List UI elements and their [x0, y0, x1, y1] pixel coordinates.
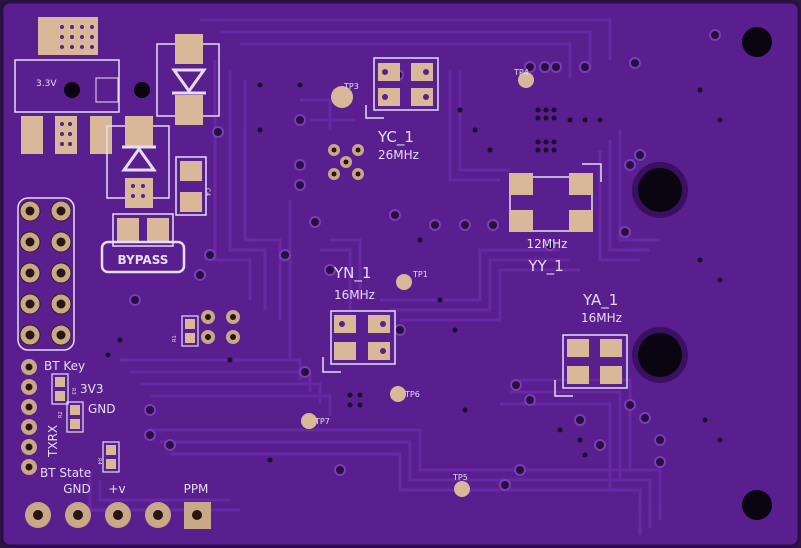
ya1-freq: 16MHz — [581, 311, 622, 325]
diode-upper — [156, 34, 220, 125]
tp3-label: TP3 — [343, 82, 359, 91]
bypass-jumper: BYPASS — [100, 213, 186, 274]
vplus-label: +v — [108, 482, 125, 496]
gnd-label: GND — [63, 482, 91, 496]
via-cluster — [328, 144, 364, 180]
crystal-ya1: YA_1 16MHz — [554, 291, 628, 397]
header-2x5-left — [17, 197, 75, 351]
diode-lower — [106, 116, 170, 208]
bt-key-label: BT Key — [44, 359, 85, 373]
test-point-tp7 — [301, 413, 317, 429]
yc1-freq: 26MHz — [378, 148, 419, 162]
regulator-label: 3.3V — [36, 79, 57, 89]
test-points: TP3 TP4 TP1 TP6 TP7 TP5 — [301, 68, 534, 497]
bypass-label-box — [100, 240, 186, 274]
crystal-yc1: YC_1 26MHz — [365, 57, 439, 162]
ppm-label: PPM — [184, 482, 209, 496]
yc1-label: YC_1 — [377, 128, 414, 147]
yn1-label: YN_1 — [333, 264, 371, 283]
yy1-freq: 12MHz — [527, 237, 568, 251]
r1-label: R1 — [172, 335, 178, 342]
capacitor-c4: C4 — [175, 156, 211, 216]
bt-state-label: BT State — [40, 466, 91, 480]
test-point-tp1 — [396, 274, 412, 290]
tp6-label: TP6 — [404, 390, 420, 399]
ya1-label: YA_1 — [582, 291, 618, 310]
mounting-hole-top-right — [742, 27, 772, 57]
bypass-label: BYPASS — [118, 253, 169, 267]
resistors: R3 R2 R4 R1 — [51, 310, 240, 473]
via-layer — [129, 29, 721, 491]
mounting-hole-bottom-right — [742, 490, 772, 520]
yy1-label: YY_1 — [527, 257, 563, 276]
tp4-label: TP4 — [513, 68, 529, 77]
header-block-top-left — [38, 17, 98, 55]
voltage-regulator: 3.3V — [14, 59, 150, 154]
test-point-tp3 — [331, 86, 353, 108]
micro-via-layer — [105, 82, 723, 463]
r4-label: R4 — [96, 458, 102, 465]
tp5-label: TP5 — [452, 473, 468, 482]
test-point-tp4 — [518, 72, 534, 88]
r2-label: R2 — [58, 411, 64, 418]
tp7-label: TP7 — [314, 417, 330, 426]
crystal-yy1: 12MHz YY_1 — [509, 163, 602, 276]
yn1-freq: 16MHz — [334, 288, 375, 302]
test-point-tp5 — [454, 481, 470, 497]
crystal-yn1: YN_1 16MHz — [322, 264, 396, 373]
test-point-tp6 — [390, 386, 406, 402]
v3v3-label: 3V3 — [80, 382, 103, 396]
c4-label: C4 — [204, 188, 211, 196]
mounting-holes — [632, 27, 772, 520]
txrx-label: TXRX — [46, 425, 60, 458]
tp1-label: TP1 — [412, 270, 428, 279]
r3-label: R3 — [70, 388, 76, 395]
bt-header-column: BT Key 3V3 GND TXRX BT State — [21, 359, 116, 480]
gnd-mid-label: GND — [88, 402, 116, 416]
bottom-connector: GND +v PPM — [25, 482, 211, 529]
